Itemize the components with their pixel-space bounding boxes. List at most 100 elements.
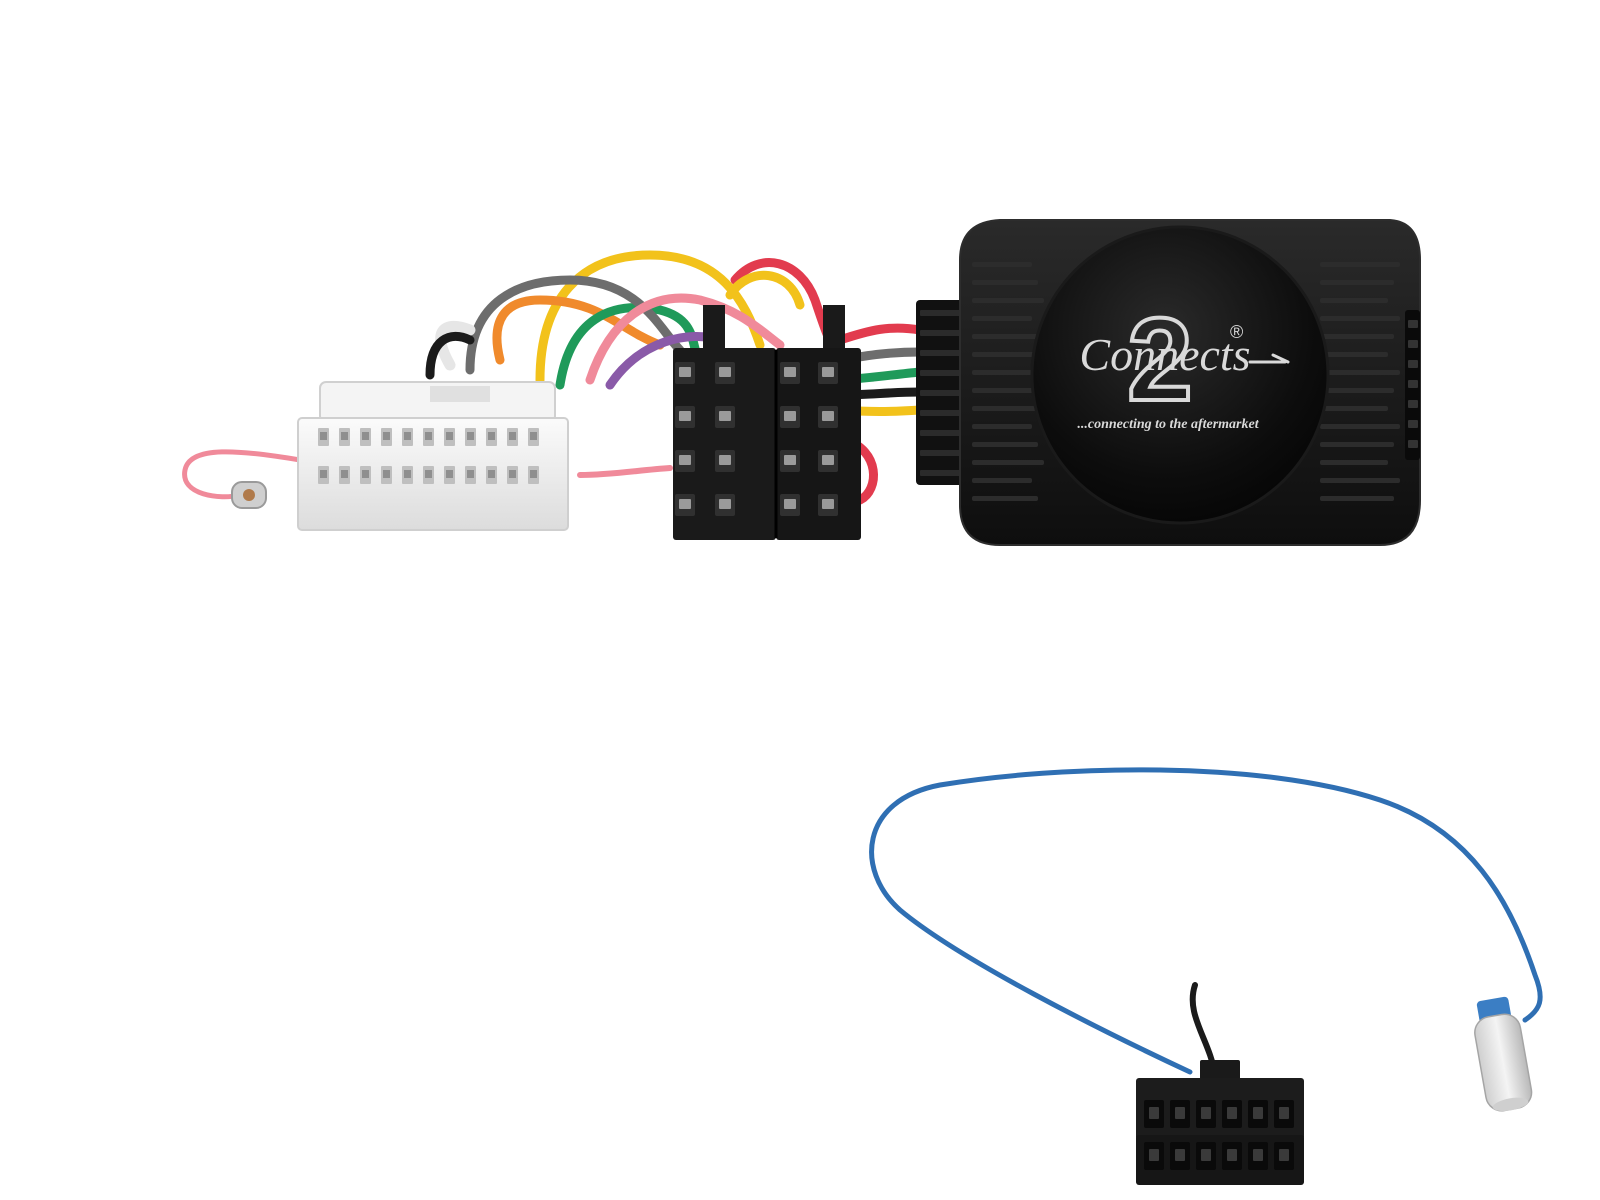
molex-pin-contact <box>1253 1149 1263 1161</box>
molex-pin-contact <box>1227 1107 1237 1119</box>
oem-pin-contact <box>530 470 537 478</box>
grille-line-right <box>1320 388 1394 393</box>
iso-pin-contact <box>822 367 834 377</box>
grille-line-right <box>1320 334 1394 339</box>
oem-pin-contact <box>362 470 369 478</box>
oem-vehicle-connector <box>297 381 569 531</box>
port-ridge <box>920 370 962 376</box>
molex-pin-contact <box>1201 1107 1211 1119</box>
oem-pin-contact <box>383 432 390 440</box>
iso-connector-power <box>673 348 776 540</box>
grille-line-right <box>1320 370 1400 375</box>
oem-pin-contact <box>530 432 537 440</box>
iso-pin-contact <box>719 455 731 465</box>
oem-pin-contact <box>362 432 369 440</box>
socket-tooth <box>1408 400 1418 408</box>
grille-line-right <box>1320 478 1400 483</box>
port-ridge <box>920 470 962 476</box>
port-ridge <box>920 390 962 396</box>
grille-line-left <box>972 370 1032 375</box>
oem-pin-contact <box>425 470 432 478</box>
box-port-ridges <box>920 310 962 476</box>
grille-line-left <box>972 496 1038 501</box>
grille-line-right <box>1320 460 1388 465</box>
oem-pin-contact <box>341 470 348 478</box>
molex-pin-contact <box>1175 1107 1185 1119</box>
box-side-grille <box>972 262 1400 501</box>
box-side-socket-teeth <box>1408 320 1418 448</box>
grille-line-left <box>972 406 1044 411</box>
iso-connector-block <box>673 305 861 540</box>
logo-tagline: ...connecting to the aftermarket <box>1077 417 1259 432</box>
grille-line-right <box>1320 352 1388 357</box>
logo-registered-mark: ® <box>1230 322 1243 342</box>
iso-pin-contact <box>679 367 691 377</box>
grille-line-right <box>1320 280 1394 285</box>
iso-pin-contact <box>784 499 796 509</box>
grille-line-right <box>1320 424 1400 429</box>
port-ridge <box>920 410 962 416</box>
grille-line-left <box>972 334 1038 339</box>
grille-line-left <box>972 424 1032 429</box>
molex-pin-contact <box>1279 1107 1289 1119</box>
wire-white <box>435 320 476 371</box>
iso-pin-contact <box>719 411 731 421</box>
grille-line-left <box>972 298 1044 303</box>
oem-pin-contact <box>404 432 411 440</box>
iso-latch-right <box>823 305 845 353</box>
iso-pin-contact <box>822 411 834 421</box>
oem-pin-contact <box>467 470 474 478</box>
molex-pin-contact <box>1253 1107 1263 1119</box>
jack-tip <box>1474 1013 1533 1112</box>
wire-pink <box>585 293 785 385</box>
port-ridge <box>920 450 962 456</box>
oem-pin-contact <box>341 432 348 440</box>
grille-line-right <box>1320 298 1388 303</box>
grille-line-right <box>1320 496 1394 501</box>
logo-numeral: 2 <box>1127 294 1193 426</box>
wire-yellow-2 <box>725 270 805 310</box>
oem-pin-contact <box>383 470 390 478</box>
molex-pin-contact <box>1175 1149 1185 1161</box>
wire-red-right <box>835 323 925 345</box>
grille-line-left <box>972 262 1032 267</box>
oem-pin-contact <box>509 470 516 478</box>
molex-pin-contact <box>1279 1149 1289 1161</box>
iso-pin-contact <box>679 499 691 509</box>
oem-pin-contact <box>425 432 432 440</box>
grille-line-left <box>972 352 1044 357</box>
patch-lead-cable <box>869 767 1543 1075</box>
logo-circle <box>1030 225 1330 525</box>
iso-connector-pins <box>675 362 838 516</box>
iso-pin-contact <box>784 411 796 421</box>
iso-pin-contact <box>679 411 691 421</box>
iso-pin-contact <box>784 367 796 377</box>
molex-pin-contact <box>1149 1149 1159 1161</box>
grille-line-left <box>972 442 1038 447</box>
socket-tooth <box>1408 440 1418 448</box>
grille-line-left <box>972 280 1038 285</box>
iso-pin-contact <box>679 455 691 465</box>
iso-pin-contact <box>822 455 834 465</box>
port-ridge <box>920 310 962 316</box>
wire-orange <box>492 295 665 365</box>
socket-tooth <box>1408 320 1418 328</box>
iso-pin-contact <box>719 367 731 377</box>
oem-pin-contact <box>404 470 411 478</box>
grille-line-right <box>1320 316 1400 321</box>
oem-pin-contact <box>467 432 474 440</box>
oem-pin-contact <box>509 432 516 440</box>
oem-pin-contact <box>488 470 495 478</box>
socket-tooth <box>1408 420 1418 428</box>
iso-latch-left <box>703 305 725 353</box>
port-ridge <box>920 350 962 356</box>
patch-lead-jack <box>1474 996 1533 1112</box>
oem-pin-contact <box>320 432 327 440</box>
socket-tooth <box>1408 380 1418 388</box>
wire-black <box>425 331 475 380</box>
grille-line-left <box>972 316 1032 321</box>
molex-pin-contact <box>1149 1107 1159 1119</box>
grille-line-right <box>1320 442 1394 447</box>
interface-box: 2 Connects ® ...connecting to the afterm… <box>916 219 1421 546</box>
